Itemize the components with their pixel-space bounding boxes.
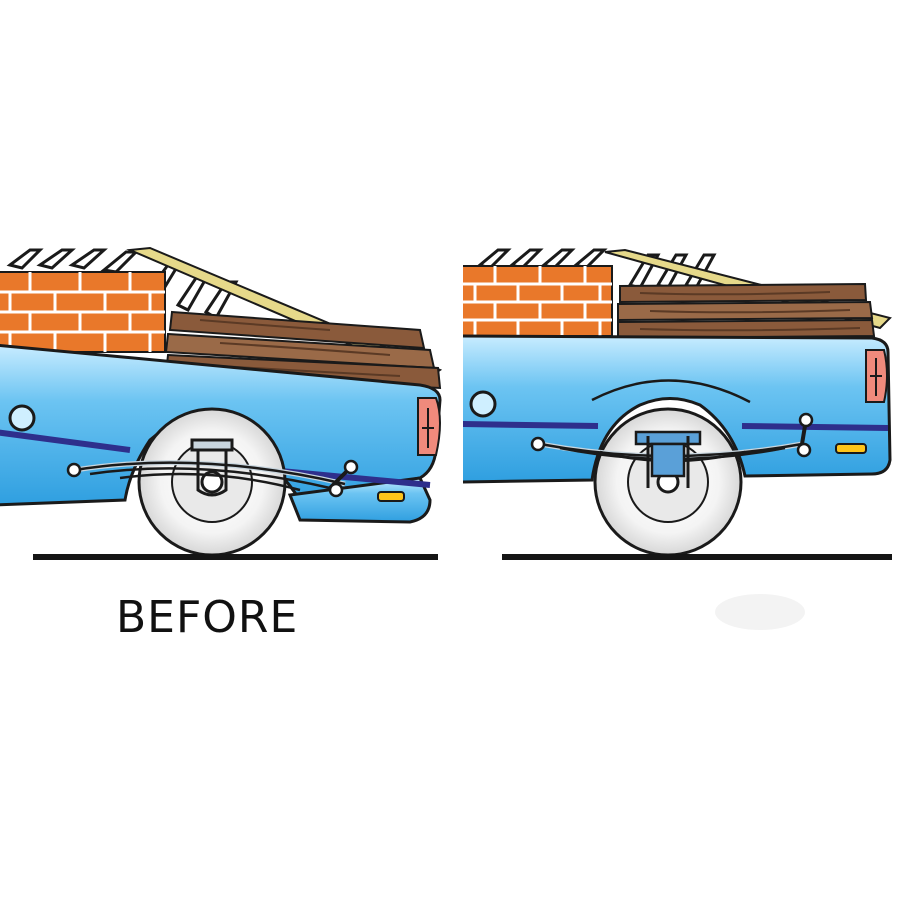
- reflector-left: [377, 491, 405, 502]
- faint-smudge: [715, 594, 805, 630]
- helper-spring-block-right: [634, 430, 702, 488]
- leaf-spring-left: [66, 459, 359, 498]
- wheel-arch-right: [591, 379, 751, 404]
- brick-stack-right: [463, 265, 613, 337]
- u-bolt-left: [190, 438, 234, 497]
- fuel-cap-right: [469, 390, 497, 418]
- body-stripe-right: [463, 421, 889, 431]
- ground-right: [502, 554, 892, 560]
- fuel-cap-left: [8, 404, 36, 432]
- before-scene: [0, 246, 443, 560]
- reflector-right: [835, 443, 867, 454]
- ground-left: [33, 554, 438, 560]
- before-label: BEFORE: [116, 592, 299, 643]
- wood-stack-left: [164, 310, 442, 390]
- after-scene: [463, 248, 892, 560]
- wood-stack-right: [617, 282, 876, 340]
- lower-panel-left: [287, 476, 432, 524]
- brick-stack-left: [0, 271, 166, 353]
